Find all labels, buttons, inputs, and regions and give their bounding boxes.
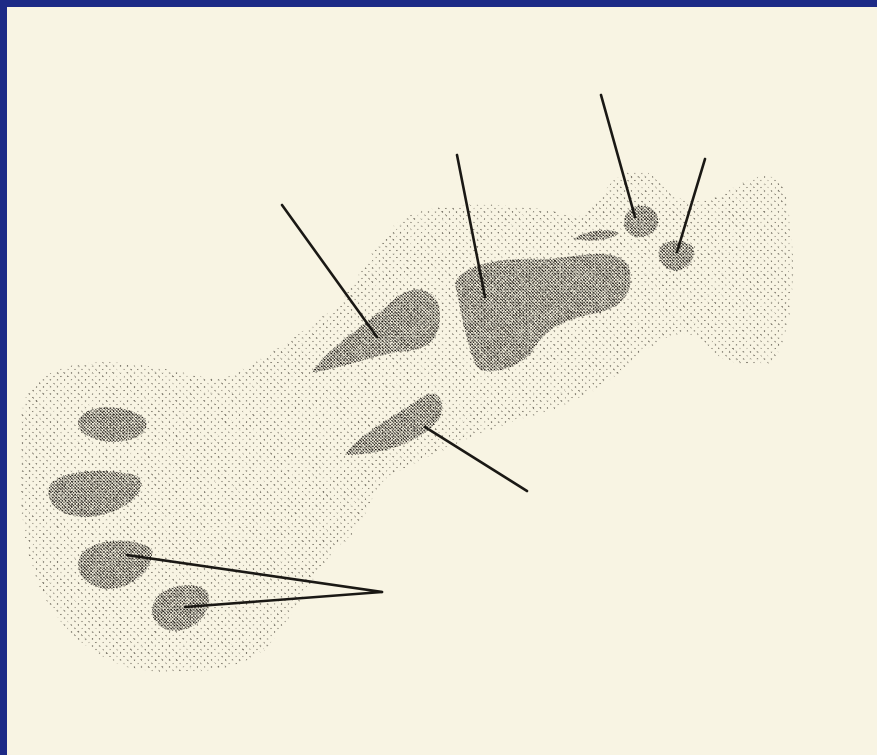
illustration-canvas bbox=[7, 7, 877, 755]
foot-stipple-illustration bbox=[7, 7, 877, 755]
pointer-line-metatarsal-lower bbox=[425, 427, 527, 491]
